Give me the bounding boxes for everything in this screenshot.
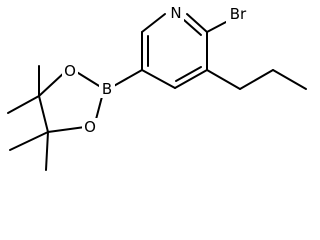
bond-c6-c4 [141,69,176,89]
bond-c3-n [141,13,166,33]
molecule-structure: N Br B O O [7,4,307,171]
bond-o2-c8 [47,126,86,133]
atom-label-bromine: Br [230,5,247,23]
bond-c8-methyl-down [45,131,49,171]
bond-c1-propyl-1 [206,69,241,90]
atom-labels: N Br B O O [62,4,250,136]
atom-label-oxygen-2: O [84,118,96,136]
bond-n-c2-inner [183,19,202,36]
bond-c2-br [206,21,227,33]
substituent-bonds [111,21,307,90]
bond-c1-c6 [174,69,208,89]
bond-c7-c8 [38,95,49,133]
bond-c1-c6-inner [175,66,202,82]
atom-label-boron: B [102,80,112,98]
bond-c4-b [111,69,143,88]
bond-propyl-2 [239,69,274,90]
bond-propyl-3 [272,69,307,90]
bond-n-c2 [186,13,208,33]
pyridine-ring [141,13,208,89]
atom-label-oxygen-1: O [64,62,76,80]
bond-c8-methyl-left [9,131,49,151]
bond-c7-methyl-left [7,95,40,114]
atom-label-nitrogen: N [170,4,181,22]
bond-o1-c7 [38,70,67,97]
